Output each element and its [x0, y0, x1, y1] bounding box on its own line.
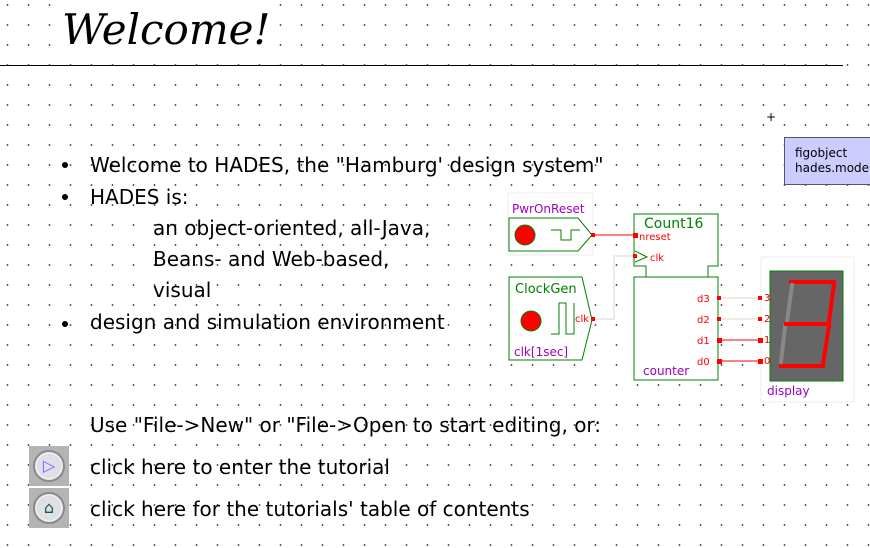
- clock-input-icon: [634, 250, 649, 263]
- port-nreset: nreset: [639, 232, 671, 243]
- clockgen-title: ClockGen: [515, 282, 577, 297]
- led-icon: [520, 310, 542, 332]
- bullet: [62, 194, 68, 200]
- circuit-schematic[interactable]: PwrOnReset ClockGen clk clk[1sec] Count1…: [500, 190, 870, 410]
- instructions-text: Use "File->New" or "File->Open to start …: [90, 413, 602, 437]
- home-icon: ⌂: [43, 498, 55, 517]
- contents-link[interactable]: click here for the tutorials' table of c…: [90, 497, 530, 521]
- sub-text: an object-oriented, all-Java,: [153, 216, 431, 240]
- sub-text: visual: [153, 278, 212, 302]
- segments: [778, 280, 837, 368]
- segment-c: [820, 323, 832, 367]
- segment-e: [778, 323, 788, 365]
- display-in-3: 3: [764, 293, 770, 304]
- bullet-text: HADES is:: [90, 185, 189, 209]
- sub-text: Beans- and Web-based,: [153, 247, 390, 271]
- figobject-tooltip: figobject hades.model: [784, 137, 870, 185]
- port-d0: d0: [697, 357, 710, 368]
- port-clk: clk: [650, 253, 664, 264]
- button-ring: [33, 450, 65, 482]
- clockgen-port: clk: [575, 314, 589, 325]
- contents-button[interactable]: ⌂: [29, 488, 69, 528]
- bullet: [62, 162, 68, 168]
- counter-name: counter: [643, 364, 689, 378]
- segment-b: [826, 281, 837, 325]
- port-d2: d2: [697, 315, 710, 326]
- pulse-icon: [551, 229, 580, 241]
- segment-f: [784, 282, 795, 325]
- display-in-1: 1: [764, 335, 770, 346]
- led-icon: [514, 224, 536, 246]
- port-d3: d3: [697, 294, 710, 305]
- tutorial-link[interactable]: click here to enter the tutorial: [90, 455, 390, 479]
- clockgen-component[interactable]: [508, 276, 593, 361]
- clockgen-label: clk[1sec]: [514, 345, 568, 359]
- bullet-text: Welcome to HADES, the "Hamburg' design s…: [90, 153, 604, 177]
- button-ring: [33, 492, 65, 524]
- play-icon: ▷: [42, 456, 56, 475]
- display-name: display: [767, 384, 810, 398]
- counter-type: Count16: [644, 216, 703, 232]
- tooltip-line: hades.model: [795, 161, 870, 175]
- port-d1: d1: [697, 336, 710, 347]
- bullet: [62, 321, 68, 327]
- counter-body[interactable]: [633, 276, 719, 381]
- display-in-2: 2: [764, 314, 770, 325]
- display-in-0: 0: [764, 356, 770, 367]
- wire-clk[interactable]: [593, 255, 635, 320]
- port-markers: [591, 233, 763, 364]
- cursor-marker: +: [766, 110, 777, 124]
- pwr-label: PwrOnReset: [512, 202, 585, 216]
- bullet-text: design and simulation environment: [90, 310, 445, 334]
- tooltip-line: figobject: [795, 146, 848, 160]
- page-title: Welcome!: [62, 4, 271, 56]
- clock-icon: [551, 302, 575, 335]
- title-divider: [0, 65, 843, 66]
- tutorial-button[interactable]: ▷: [29, 446, 69, 486]
